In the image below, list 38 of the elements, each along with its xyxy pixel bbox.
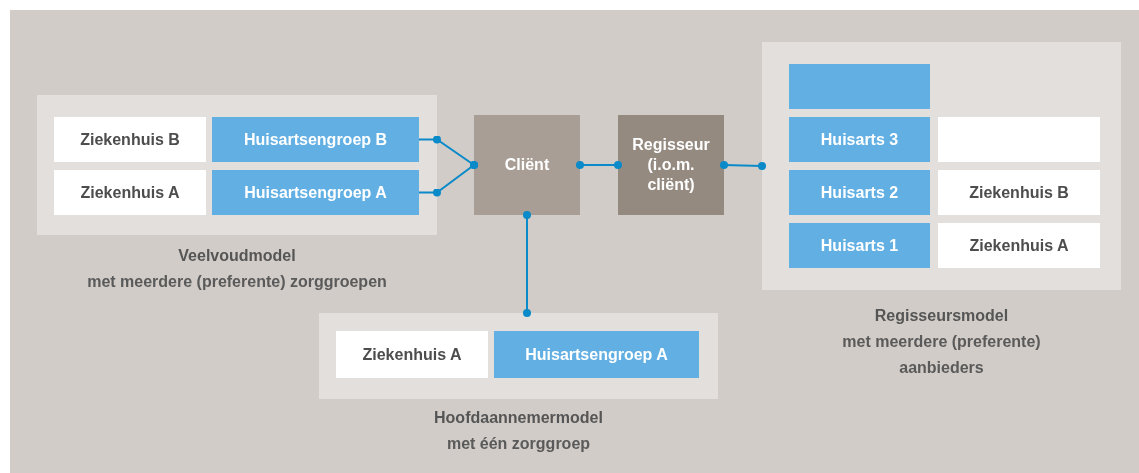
provider-box [54, 117, 206, 162]
box-label: Cliënt [504, 155, 550, 175]
client-box [474, 115, 580, 215]
provider-box [789, 117, 930, 162]
box-label: Regisseur (i.o.m. cliënt) [631, 135, 711, 195]
provider-box [494, 331, 699, 378]
box-label: Ziekenhuis B [969, 182, 1069, 203]
connector-line [720, 161, 766, 170]
box-label: Ziekenhuis B [80, 129, 180, 150]
model-subtitle: met één zorggroep [446, 434, 591, 454]
box-label: Ziekenhuis A [969, 235, 1069, 256]
box-label: Huisartsengroep A [525, 344, 668, 365]
director-box [618, 115, 724, 215]
provider-box [938, 223, 1100, 268]
provider-box [938, 170, 1100, 215]
box-label: Ziekenhuis A [362, 344, 462, 365]
provider-box [789, 170, 930, 215]
model-subtitle: met meerdere (preferente) aanbieders [841, 332, 1042, 378]
model-title: Veelvoudmodel [178, 246, 296, 266]
connector-line [576, 161, 622, 169]
model-title: Regisseursmodel [874, 306, 1009, 326]
box-label: Huisarts 1 [820, 235, 899, 256]
model-title: Hoofdaannemermodel [434, 408, 603, 428]
box-label: Huisartsengroep A [244, 182, 387, 203]
model-subtitle: met meerdere (preferente) zorggroepen [87, 272, 387, 292]
connector-line [418, 161, 478, 197]
connector-line [523, 211, 531, 317]
provider-box [212, 117, 419, 162]
provider-box [789, 223, 930, 268]
box-label: Huisarts 3 [820, 129, 899, 150]
empty-box [789, 64, 930, 109]
box-label: Ziekenhuis A [80, 182, 180, 203]
provider-box [336, 331, 488, 378]
provider-box [54, 170, 206, 215]
provider-box [212, 170, 419, 215]
box-label: Huisartsengroep B [243, 129, 388, 150]
box-label: Huisarts 2 [820, 182, 899, 203]
empty-box [938, 117, 1100, 162]
